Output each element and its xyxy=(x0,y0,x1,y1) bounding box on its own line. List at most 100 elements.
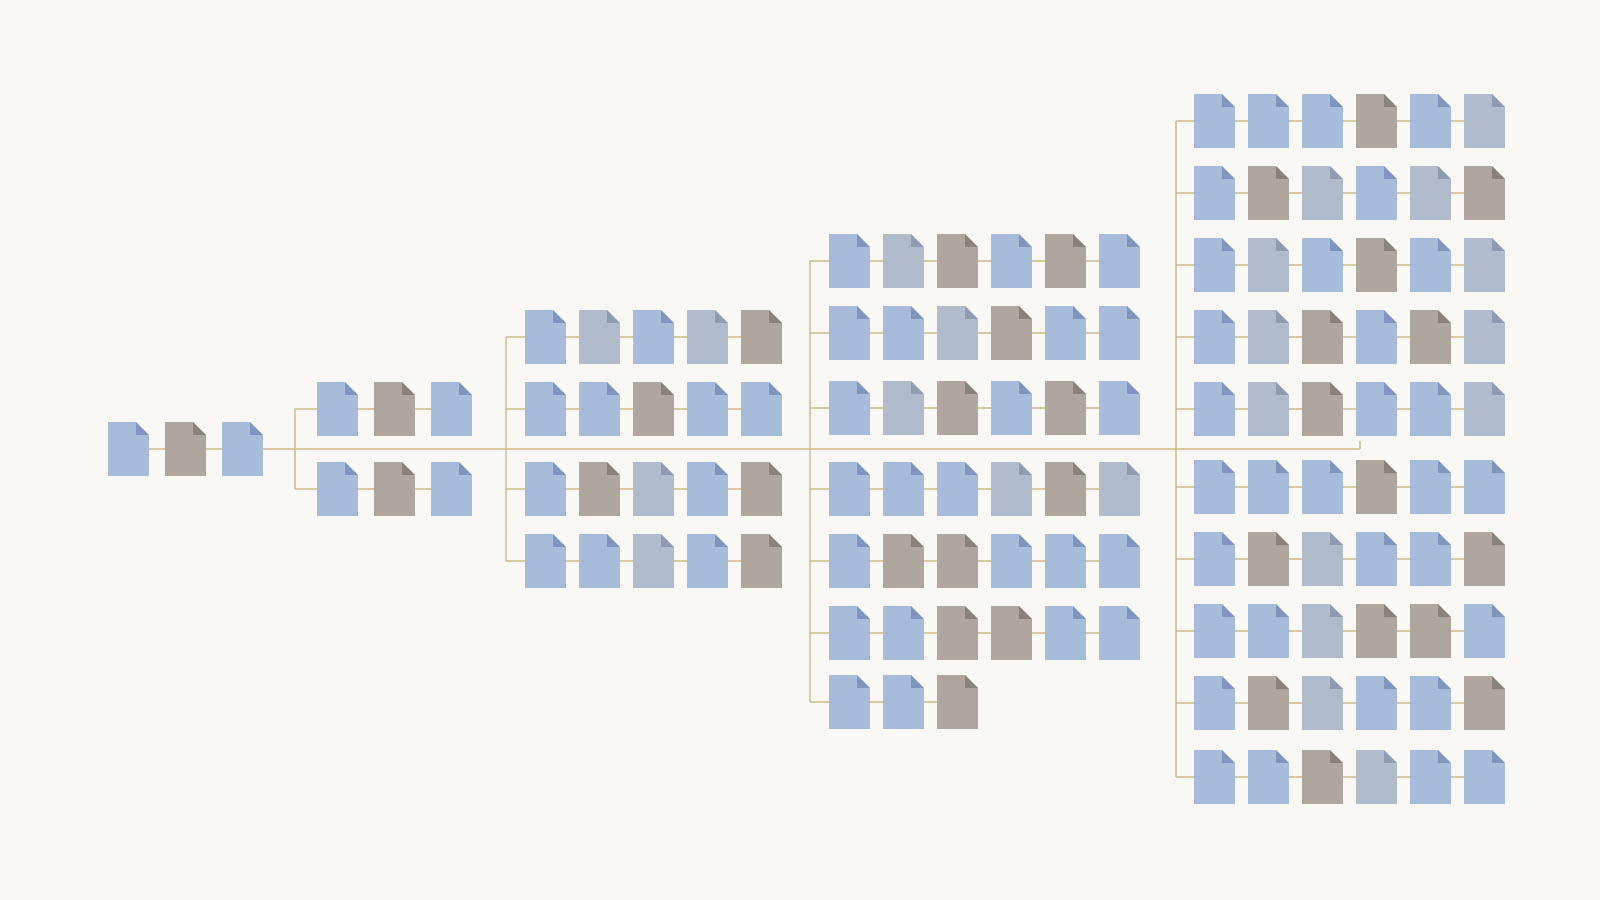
group-5-document-icon xyxy=(1464,310,1505,364)
group-5-document-icon xyxy=(1194,676,1235,730)
group-1-document-icon xyxy=(165,422,206,476)
group-1-document-icon xyxy=(222,422,263,476)
group-4-document-icon xyxy=(1099,381,1140,435)
group-5-document-icon xyxy=(1410,166,1451,220)
group-4-document-icon xyxy=(883,381,924,435)
group-4-document-icon xyxy=(937,462,978,516)
group-3-document-icon xyxy=(741,382,782,436)
group-5-document-icon xyxy=(1410,94,1451,148)
group-5-document-icon xyxy=(1302,166,1343,220)
group-4-document-icon xyxy=(829,306,870,360)
group-5-document-icon xyxy=(1356,238,1397,292)
group-4-document-icon xyxy=(991,306,1032,360)
document-grid xyxy=(108,94,1505,804)
group-5-document-icon xyxy=(1410,532,1451,586)
group-4-document-icon xyxy=(883,462,924,516)
group-3-document-icon xyxy=(633,462,674,516)
group-3-document-icon xyxy=(579,310,620,364)
group-4-document-icon xyxy=(883,234,924,288)
group-5-document-icon xyxy=(1194,310,1235,364)
group-5-document-icon xyxy=(1302,676,1343,730)
group-3-document-icon xyxy=(687,310,728,364)
group-2-document-icon xyxy=(317,462,358,516)
group-5-document-icon xyxy=(1302,94,1343,148)
group-4-document-icon xyxy=(937,606,978,660)
group-5-document-icon xyxy=(1302,532,1343,586)
group-4-document-icon xyxy=(829,606,870,660)
group-5-document-icon xyxy=(1248,750,1289,804)
group-4-document-icon xyxy=(883,306,924,360)
group-5-document-icon xyxy=(1248,166,1289,220)
group-5-document-icon xyxy=(1356,676,1397,730)
group-3-document-icon xyxy=(741,462,782,516)
group-5-document-icon xyxy=(1410,310,1451,364)
group-4-document-icon xyxy=(991,606,1032,660)
group-5-document-icon xyxy=(1464,604,1505,658)
group-4-document-icon xyxy=(937,306,978,360)
group-5-document-icon xyxy=(1356,310,1397,364)
group-5-document-icon xyxy=(1356,94,1397,148)
group-1-document-icon xyxy=(108,422,149,476)
group-5-document-icon xyxy=(1356,460,1397,514)
group-3-document-icon xyxy=(687,382,728,436)
group-3-document-icon xyxy=(687,534,728,588)
group-5-document-icon xyxy=(1248,676,1289,730)
group-4-document-icon xyxy=(883,675,924,729)
group-4-document-icon xyxy=(991,381,1032,435)
group-4-document-icon xyxy=(1045,306,1086,360)
group-5-document-icon xyxy=(1248,94,1289,148)
group-5-document-icon xyxy=(1302,238,1343,292)
group-4-document-icon xyxy=(1099,534,1140,588)
group-5-document-icon xyxy=(1410,238,1451,292)
group-5-document-icon xyxy=(1356,382,1397,436)
group-5-document-icon xyxy=(1410,460,1451,514)
group-5-document-icon xyxy=(1410,676,1451,730)
group-5-document-icon xyxy=(1356,166,1397,220)
group-5-document-icon xyxy=(1464,166,1505,220)
group-2-document-icon xyxy=(374,462,415,516)
group-5-document-icon xyxy=(1194,166,1235,220)
group-5-document-icon xyxy=(1464,238,1505,292)
connector-lines xyxy=(108,120,1505,778)
group-4-document-icon xyxy=(937,381,978,435)
group-5-document-icon xyxy=(1464,750,1505,804)
group-5-document-icon xyxy=(1194,532,1235,586)
group-4-document-icon xyxy=(1045,381,1086,435)
group-5-document-icon xyxy=(1464,94,1505,148)
group-5-document-icon xyxy=(1248,310,1289,364)
group-4-document-icon xyxy=(937,534,978,588)
group-3-document-icon xyxy=(633,310,674,364)
group-3-document-icon xyxy=(579,462,620,516)
group-5-document-icon xyxy=(1464,676,1505,730)
group-3-document-icon xyxy=(525,534,566,588)
group-5-document-icon xyxy=(1248,604,1289,658)
group-4-document-icon xyxy=(1099,306,1140,360)
group-4-document-icon xyxy=(829,675,870,729)
group-4-document-icon xyxy=(829,234,870,288)
group-5-document-icon xyxy=(1194,238,1235,292)
group-5-document-icon xyxy=(1410,604,1451,658)
group-5-document-icon xyxy=(1302,310,1343,364)
group-3-document-icon xyxy=(579,534,620,588)
group-5-document-icon xyxy=(1410,750,1451,804)
group-5-document-icon xyxy=(1248,460,1289,514)
group-3-document-icon xyxy=(741,534,782,588)
group-4-document-icon xyxy=(937,675,978,729)
group-5-document-icon xyxy=(1194,750,1235,804)
group-5-document-icon xyxy=(1410,382,1451,436)
group-4-document-icon xyxy=(937,234,978,288)
group-5-document-icon xyxy=(1194,604,1235,658)
group-2-document-icon xyxy=(317,382,358,436)
group-5-document-icon xyxy=(1356,604,1397,658)
group-5-document-icon xyxy=(1464,532,1505,586)
group-3-document-icon xyxy=(687,462,728,516)
group-4-document-icon xyxy=(883,606,924,660)
group-4-document-icon xyxy=(1045,606,1086,660)
group-4-document-icon xyxy=(829,381,870,435)
group-4-document-icon xyxy=(991,462,1032,516)
group-5-document-icon xyxy=(1464,382,1505,436)
group-5-document-icon xyxy=(1302,382,1343,436)
group-5-document-icon xyxy=(1248,238,1289,292)
group-5-document-icon xyxy=(1356,750,1397,804)
